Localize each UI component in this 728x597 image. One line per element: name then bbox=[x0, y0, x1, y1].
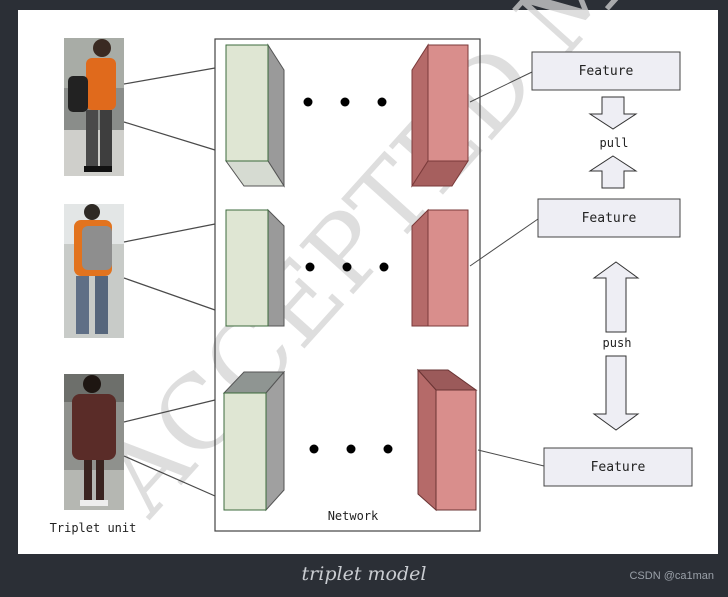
figure-caption: triplet model bbox=[301, 563, 427, 585]
feature-box-3: Feature bbox=[543, 447, 693, 487]
input-block-1 bbox=[225, 43, 285, 188]
output-block-3 bbox=[416, 368, 478, 512]
person-photo-2 bbox=[64, 204, 124, 338]
input-block-3 bbox=[222, 370, 286, 512]
input-block-2 bbox=[225, 208, 285, 327]
feature-label-2: Feature bbox=[582, 211, 637, 226]
output-connectors bbox=[469, 71, 545, 467]
output-block-2 bbox=[411, 208, 469, 327]
output-block-1 bbox=[411, 43, 469, 188]
network-frame bbox=[214, 38, 481, 532]
source-credit: CSDN @ca1man bbox=[629, 570, 714, 582]
pull-arrow-up bbox=[588, 155, 638, 189]
push-arrow-up bbox=[592, 261, 640, 333]
feature-box-2: Feature bbox=[537, 198, 681, 238]
ellipsis-dots bbox=[303, 97, 393, 454]
pull-arrow-down bbox=[588, 96, 638, 130]
triplet-unit-label: Triplet unit bbox=[50, 521, 137, 535]
feature-label-1: Feature bbox=[579, 64, 634, 79]
feature-box-1: Feature bbox=[531, 51, 681, 91]
feature-label-3: Feature bbox=[591, 460, 646, 475]
person-photo-1 bbox=[64, 38, 124, 176]
push-arrow-down bbox=[592, 355, 640, 431]
person-photo-3 bbox=[64, 374, 124, 510]
pull-label: pull bbox=[600, 136, 629, 150]
push-label: push bbox=[603, 336, 632, 350]
network-label: Network bbox=[328, 509, 379, 523]
input-connectors bbox=[123, 67, 216, 497]
